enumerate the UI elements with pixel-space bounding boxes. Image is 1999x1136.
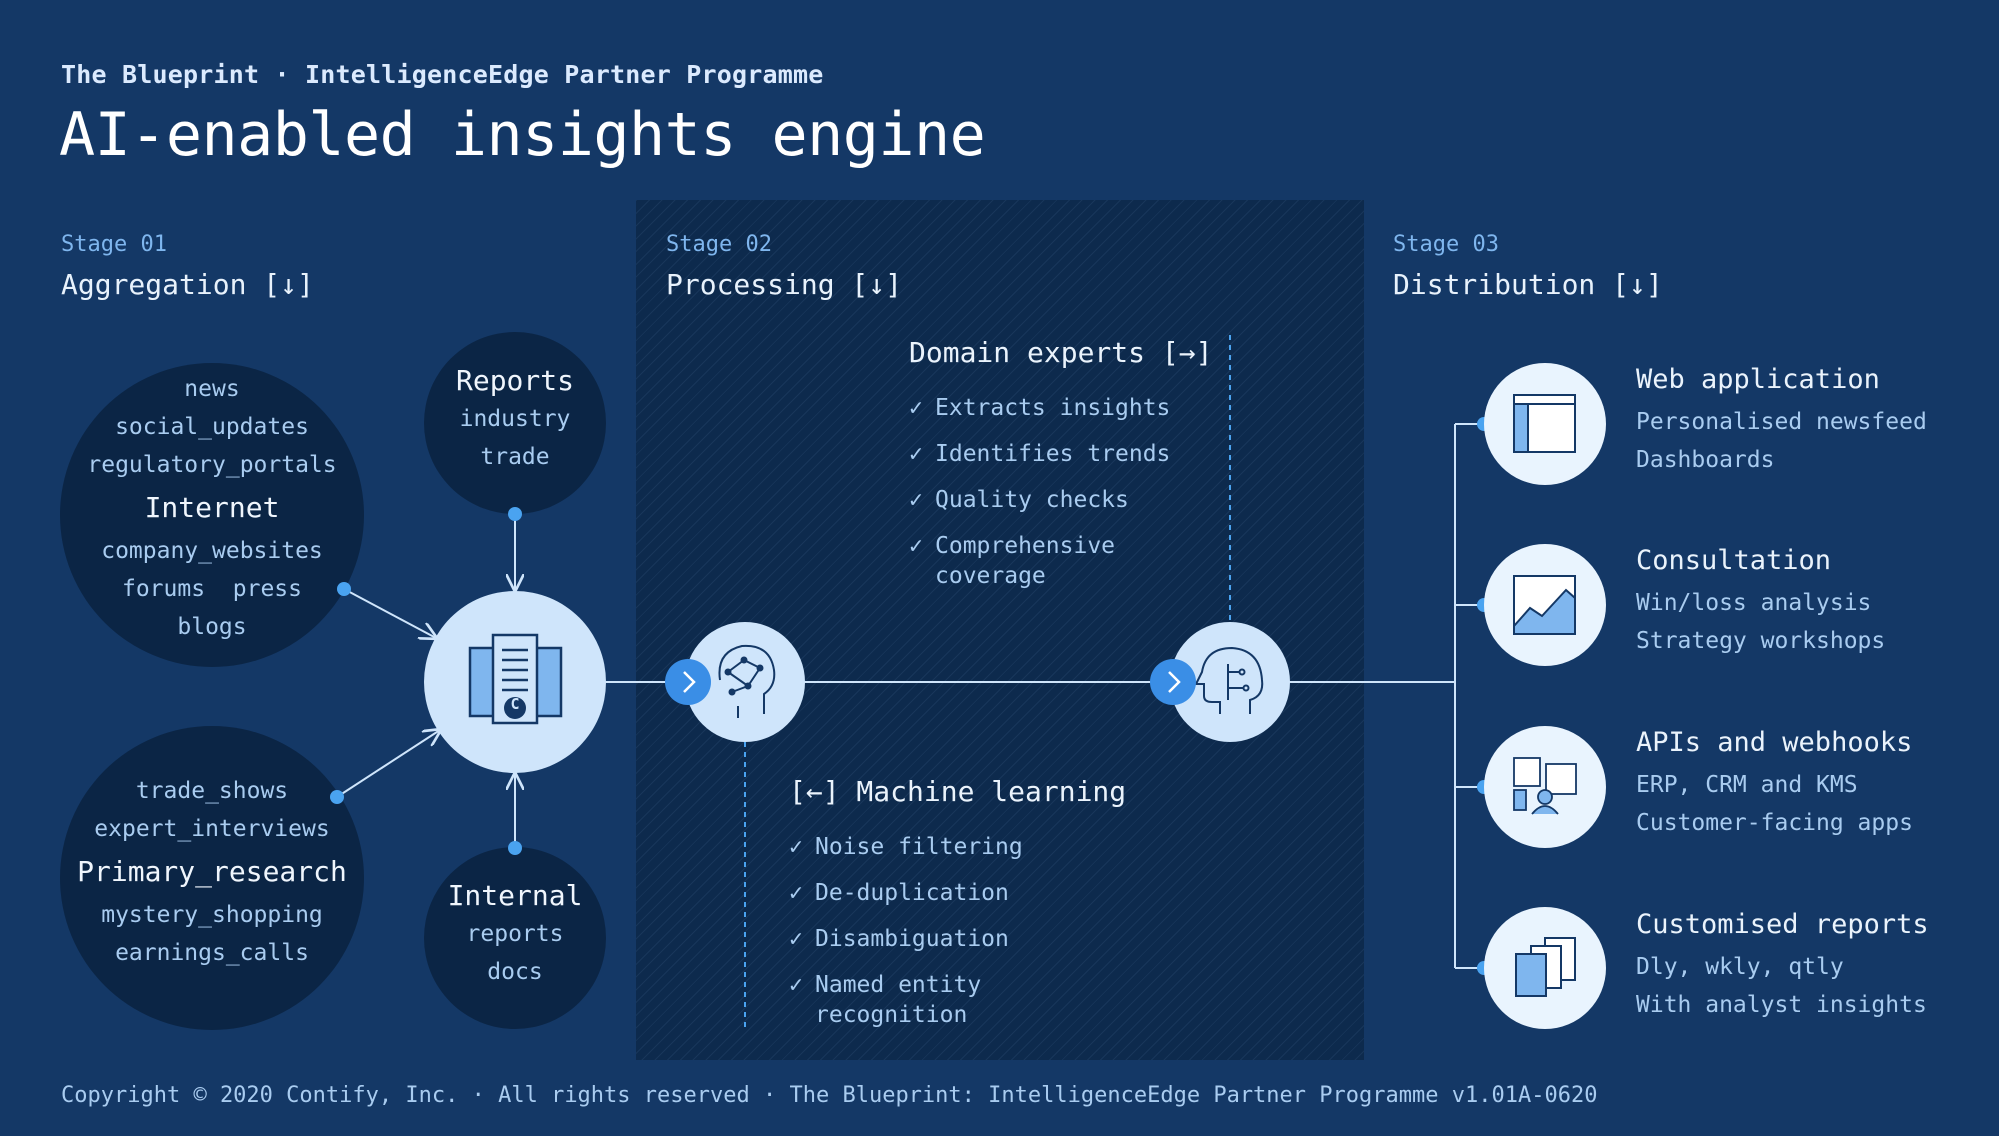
source-earnings-calls: earnings_calls — [115, 940, 309, 966]
check-icon: ✓ — [909, 441, 923, 467]
output-consultation: Consultation Win/loss analysis Strategy … — [1636, 545, 1885, 660]
expert-item: ✓Comprehensive coverage — [909, 533, 1116, 589]
ml-item: ✓Noise filtering — [789, 834, 1023, 860]
internal-bubble — [424, 847, 606, 1029]
ml-chevron-icon — [683, 671, 696, 693]
check-icon: ✓ — [909, 395, 923, 421]
stage-02-number: Stage 02 — [666, 232, 772, 257]
neural-network-icon — [718, 644, 776, 718]
source-company-websites: company_websites — [101, 538, 323, 564]
ml-item: ✓Disambiguation — [789, 926, 1009, 952]
ai-head-icon — [1194, 646, 1264, 714]
source-regulatory-portals: regulatory_portals — [87, 452, 337, 478]
ml-arrow-button — [665, 659, 711, 705]
reports-sources: Reports industry trade — [425, 362, 605, 476]
internet-heading: Internet — [144, 491, 280, 524]
output-line: Customer-facing apps — [1636, 810, 1913, 836]
output-customised-reports: Customised reports Dly, wkly, qtly With … — [1636, 909, 1929, 1024]
reports-bubble — [424, 332, 606, 514]
stage-03-name: Distribution [↓] — [1393, 268, 1663, 301]
expert-chevron-icon — [1168, 671, 1181, 693]
domain-experts-title: Domain experts [→] — [909, 336, 1213, 369]
output-title: Web application — [1636, 364, 1880, 395]
connector-internet — [343, 588, 436, 638]
expert-item: ✓Extracts insights — [909, 395, 1171, 421]
expert-arrow-button — [1150, 659, 1196, 705]
source-reports: reports — [466, 921, 564, 947]
output-line: Dly, wkly, qtly — [1636, 954, 1844, 980]
contify-badge — [504, 697, 526, 719]
source-news: news — [184, 376, 240, 402]
connector-dot-internal — [508, 841, 522, 855]
output-apis-webhooks: APIs and webhooks ERP, CRM and KMS Custo… — [1636, 727, 1913, 842]
machine-learning-list: ✓Noise filtering ✓De-duplication ✓Disamb… — [789, 832, 1119, 1030]
connector-primary — [336, 730, 440, 798]
check-icon: ✓ — [789, 834, 803, 860]
ml-item: ✓Named entity recognition — [789, 972, 982, 1028]
primary-research-heading: Primary_research — [77, 855, 347, 888]
connector-dot-primary — [330, 790, 344, 804]
connector-dot-internet — [337, 582, 351, 596]
output-line: ERP, CRM and KMS — [1636, 772, 1858, 798]
area-chart-icon — [1513, 575, 1576, 635]
internet-bubble — [60, 363, 364, 667]
stage-01-number: Stage 01 — [61, 232, 167, 257]
internet-sources: news social_updates regulatory_portals I… — [62, 370, 362, 646]
domain-experts-list: ✓Extracts insights ✓Identifies trends ✓Q… — [909, 393, 1239, 591]
output-line: Strategy workshops — [1636, 628, 1886, 654]
stacked-documents-icon — [1515, 937, 1576, 997]
reports-heading: Reports — [455, 364, 574, 397]
ml-item: ✓De-duplication — [789, 880, 1009, 906]
source-forums-press: forums press — [121, 576, 302, 602]
api-user-icon — [1513, 757, 1577, 815]
output-line: Win/loss analysis — [1636, 590, 1872, 616]
footer-copyright: Copyright © 2020 Contify, Inc. · All rig… — [61, 1083, 1598, 1108]
output-line: Personalised newsfeed — [1636, 409, 1927, 435]
check-icon: ✓ — [909, 533, 923, 559]
api-circle — [1484, 726, 1606, 848]
machine-learning-title: [←] Machine learning — [789, 775, 1127, 808]
output-line: Dashboards — [1636, 447, 1775, 473]
output-title: APIs and webhooks — [1636, 727, 1913, 758]
source-trade-shows: trade_shows — [135, 778, 289, 804]
source-mystery-shopping: mystery_shopping — [101, 902, 323, 928]
browser-window-icon — [1513, 394, 1576, 453]
page-kicker: The Blueprint · IntelligenceEdge Partner… — [61, 60, 824, 89]
stage-02-name: Processing [↓] — [666, 268, 903, 301]
primary-research-sources: trade_shows expert_interviews Primary_re… — [62, 772, 362, 972]
expert-node — [1170, 622, 1290, 742]
expert-item: ✓Identifies trends — [909, 441, 1171, 467]
output-web-application: Web application Personalised newsfeed Da… — [1636, 364, 1927, 479]
output-line: With analyst insights — [1636, 992, 1927, 1018]
check-icon: ✓ — [789, 926, 803, 952]
source-social-updates: social_updates — [115, 414, 309, 440]
internal-heading: Internal — [447, 879, 583, 912]
check-icon: ✓ — [789, 880, 803, 906]
primary-research-bubble — [60, 726, 364, 1030]
stage-01-name: Aggregation [↓] — [61, 268, 314, 301]
output-title: Consultation — [1636, 545, 1832, 576]
internal-sources: Internal reports docs — [425, 877, 605, 991]
source-industry: industry — [459, 406, 571, 432]
source-docs: docs — [487, 959, 543, 985]
ml-node — [685, 622, 805, 742]
check-icon: ✓ — [789, 972, 803, 998]
stage-03-number: Stage 03 — [1393, 232, 1499, 257]
check-icon: ✓ — [909, 487, 923, 513]
source-trade: trade — [480, 444, 550, 470]
expert-item: ✓Quality checks — [909, 487, 1129, 513]
source-expert-interviews: expert_interviews — [94, 816, 330, 842]
contify-badge-letter: C — [510, 695, 520, 713]
documents-hub-icon — [468, 633, 563, 725]
page-title: AI-enabled insights engine — [59, 100, 986, 170]
connector-dot-reports — [508, 507, 522, 521]
source-blogs: blogs — [177, 614, 247, 640]
output-title: Customised reports — [1636, 909, 1929, 940]
